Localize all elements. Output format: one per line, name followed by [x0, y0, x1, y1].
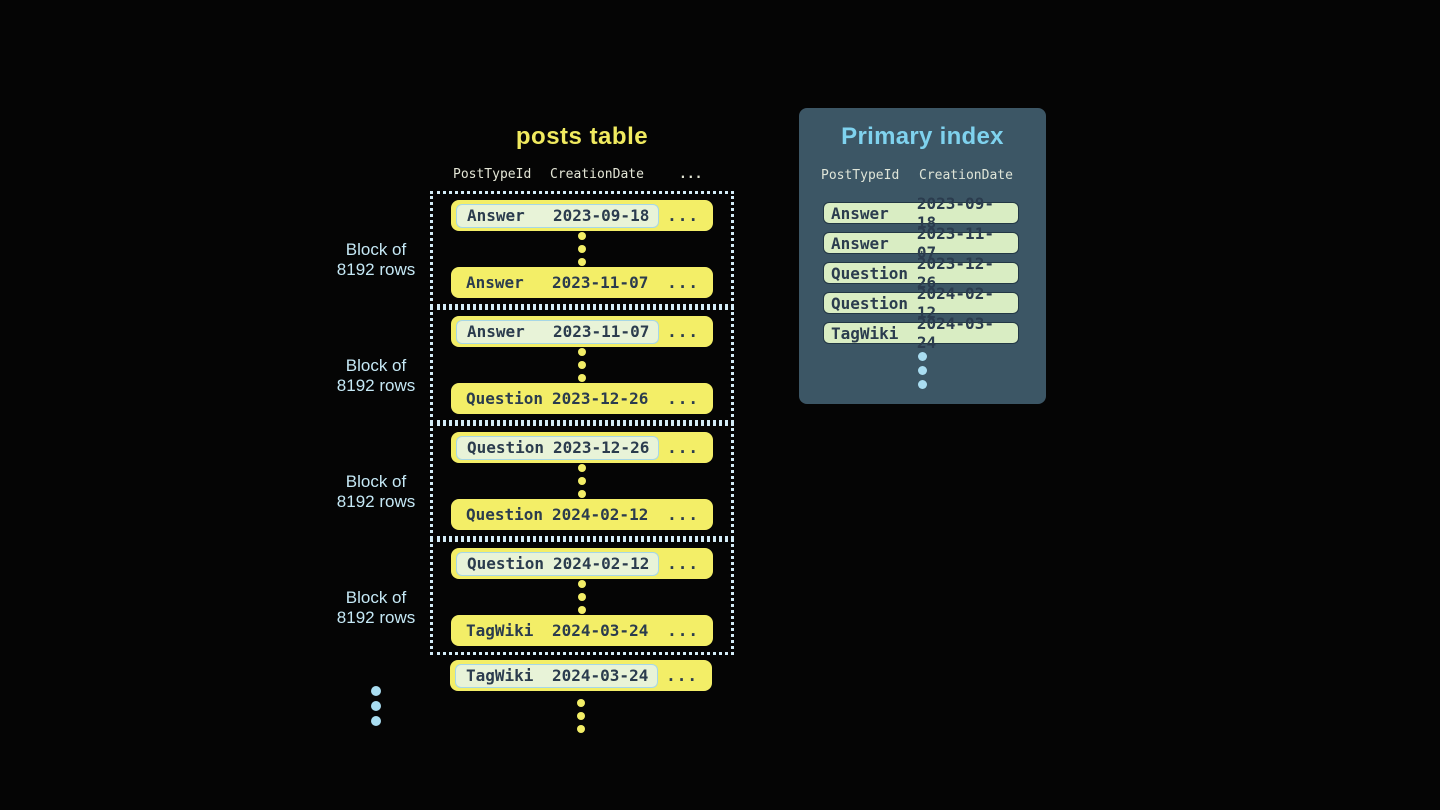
block-4: Question 2024-02-12 ... TagWiki 2024-03-… [430, 539, 734, 655]
table-row: Question 2024-02-12 ... [451, 548, 713, 579]
primary-index-title: Primary index [841, 123, 1004, 150]
row-more-ellipsis: ... [666, 666, 698, 685]
indexed-row-highlight: Answer 2023-09-18 [456, 203, 660, 228]
block-label-3: Block of 8192 rows [336, 472, 416, 511]
table-row: Question 2023-12-26 ... [451, 432, 713, 463]
row-more-ellipsis: ... [667, 554, 699, 573]
primary-index-panel: Primary index PostTypeId CreationDate An… [799, 108, 1046, 404]
col-header-creationdate: CreationDate [919, 168, 1013, 183]
table-row: Answer 2023-09-18 ... [451, 200, 713, 231]
block-1: Answer 2023-09-18 ... Answer 2023-11-07 … [430, 191, 734, 307]
primary-index-rows: Answer 2023-09-18 Answer 2023-11-07 Ques… [823, 194, 1019, 352]
table-row: Answer 2023-11-07 ... [451, 316, 713, 347]
col-header-creationdate: CreationDate [550, 167, 644, 182]
more-blocks-ellipsis-icon [306, 686, 446, 726]
table-row: TagWiki 2024-03-24 ... [451, 615, 713, 646]
posts-table-column-headers: PostTypeId CreationDate ... [450, 167, 734, 185]
ellipsis-dots-icon [578, 348, 586, 382]
col-header-more-ellipsis: ... [679, 167, 703, 182]
table-row: TagWiki 2024-03-24 ... [450, 660, 712, 691]
table-row: Question 2023-12-26 ... [451, 383, 713, 414]
next-block-first-row: TagWiki 2024-03-24 ... [450, 660, 712, 691]
index-entry: Answer 2023-11-07 [823, 224, 1019, 262]
index-entry: TagWiki 2024-03-24 [823, 314, 1019, 352]
block-3: Question 2023-12-26 ... Question 2024-02… [430, 423, 734, 539]
col-header-posttypeid: PostTypeId [821, 168, 900, 183]
ellipsis-dots-icon [578, 464, 586, 498]
row-more-ellipsis: ... [667, 206, 699, 225]
block-label-2: Block of 8192 rows [336, 356, 416, 395]
ellipsis-dots-icon [578, 232, 586, 266]
row-more-ellipsis: ... [667, 322, 699, 341]
indexed-row-highlight: TagWiki 2024-03-24 [455, 663, 659, 688]
table-row: Answer 2023-11-07 ... [451, 267, 713, 298]
table-row: Question 2024-02-12 ... [451, 499, 713, 530]
indexed-row-highlight: Question 2023-12-26 [456, 435, 660, 460]
row-more-ellipsis: ... [667, 505, 699, 524]
row-more-ellipsis: ... [667, 621, 699, 640]
more-entries-ellipsis-icon [799, 352, 1046, 389]
indexed-row-highlight: Question 2024-02-12 [456, 551, 660, 576]
indexed-row-highlight: Answer 2023-11-07 [456, 319, 660, 344]
row-more-ellipsis: ... [667, 438, 699, 457]
block-label-4: Block of 8192 rows [336, 588, 416, 627]
row-more-ellipsis: ... [667, 389, 699, 408]
posts-table-blocks: Answer 2023-09-18 ... Answer 2023-11-07 … [430, 191, 734, 655]
col-header-posttypeid: PostTypeId [453, 167, 532, 182]
index-entry: Question 2024-02-12 [823, 284, 1019, 322]
index-entry: Question 2023-12-26 [823, 254, 1019, 292]
block-label-1: Block of 8192 rows [336, 240, 416, 279]
ellipsis-dots-icon [578, 580, 586, 614]
block-2: Answer 2023-11-07 ... Question 2023-12-2… [430, 307, 734, 423]
primary-index-column-headers: PostTypeId CreationDate [799, 168, 1046, 186]
more-rows-ellipsis-icon [450, 699, 712, 733]
index-entry: Answer 2023-09-18 [823, 194, 1019, 232]
posts-table-title: posts table [515, 123, 649, 150]
row-more-ellipsis: ... [667, 273, 699, 292]
